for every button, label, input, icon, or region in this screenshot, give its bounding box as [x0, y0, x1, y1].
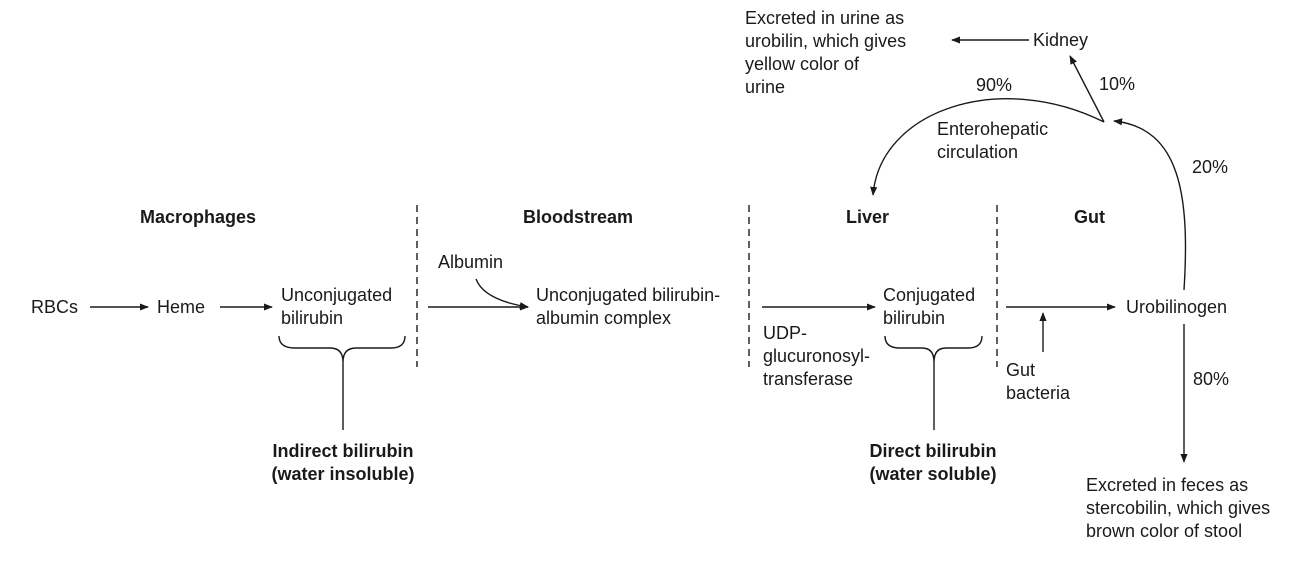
node-gut-bacteria-line2: bacteria [1006, 383, 1071, 403]
label-90-percent: 90% [976, 75, 1013, 95]
node-urine-line2: urobilin, which gives [745, 31, 907, 51]
node-enzyme-line3: transferase [763, 369, 854, 389]
section-liver: Liver [846, 207, 890, 227]
section-macrophages: Macrophages [140, 207, 257, 227]
group-direct-line2: (water soluble) [869, 464, 997, 484]
node-feces-line1: Excreted in feces as [1086, 475, 1249, 495]
node-heme: Heme [157, 297, 206, 317]
node-enterohepatic-line2: circulation [937, 142, 1019, 162]
group-indirect-bilirubin: Indirect bilirubin (water insoluble) [262, 440, 424, 486]
node-conjugated-line2: bilirubin [883, 308, 946, 328]
section-gut: Gut [1074, 207, 1105, 227]
node-urobilinogen: Urobilinogen [1126, 297, 1228, 317]
node-enzyme-line2: glucuronosyl- [763, 346, 871, 366]
section-bloodstream: Bloodstream [523, 207, 634, 227]
label-10-percent: 10% [1099, 74, 1136, 94]
node-gut-bacteria: Gut bacteria [1006, 359, 1070, 405]
node-complex-line1: Unconjugated bilirubin- [536, 285, 721, 305]
label-20-percent: 20% [1192, 157, 1229, 177]
arrow-to-kidney [1069, 55, 1105, 123]
node-gut-bacteria-line1: Gut [1006, 360, 1036, 380]
arrow-reabsorption [1113, 118, 1187, 291]
label-80-percent: 80% [1193, 369, 1230, 389]
node-enzyme: UDP- glucuronosyl- transferase [763, 322, 870, 391]
brace-indirect [278, 335, 406, 363]
node-complex-line2: albumin complex [536, 308, 672, 328]
node-feces-excretion: Excreted in feces as stercobilin, which … [1086, 474, 1270, 543]
node-albumin: Albumin [438, 252, 504, 272]
node-urine-line4: urine [745, 77, 786, 97]
group-direct-line1: Direct bilirubin [869, 441, 997, 461]
node-kidney: Kidney [1033, 30, 1089, 50]
node-urine-excretion: Excreted in urine as urobilin, which giv… [745, 7, 906, 99]
group-indirect-line2: (water insoluble) [271, 464, 415, 484]
node-unconjugated-line2: bilirubin [281, 308, 344, 328]
node-conjugated-line1: Conjugated [883, 285, 976, 305]
group-indirect-line1: Indirect bilirubin [272, 441, 414, 461]
node-enterohepatic-line1: Enterohepatic [937, 119, 1049, 139]
node-feces-line2: stercobilin, which gives [1086, 498, 1271, 518]
node-albumin-complex: Unconjugated bilirubin- albumin complex [536, 284, 720, 330]
arrow-enterohepatic [870, 98, 1105, 196]
node-urine-line1: Excreted in urine as [745, 8, 905, 28]
node-feces-line3: brown color of stool [1086, 521, 1243, 541]
node-unconjugated-line1: Unconjugated [281, 285, 393, 305]
node-enzyme-line1: UDP- [763, 323, 807, 343]
node-rbcs: RBCs [31, 297, 79, 317]
node-enterohepatic-circulation: Enterohepatic circulation [937, 118, 1048, 164]
node-conjugated-bilirubin: Conjugated bilirubin [883, 284, 975, 330]
node-unconjugated-bilirubin: Unconjugated bilirubin [281, 284, 392, 330]
group-direct-bilirubin: Direct bilirubin (water soluble) [858, 440, 1008, 486]
brace-direct [884, 335, 983, 363]
node-urine-line3: yellow color of [745, 54, 860, 74]
arrow-albumin-complex [475, 278, 529, 310]
